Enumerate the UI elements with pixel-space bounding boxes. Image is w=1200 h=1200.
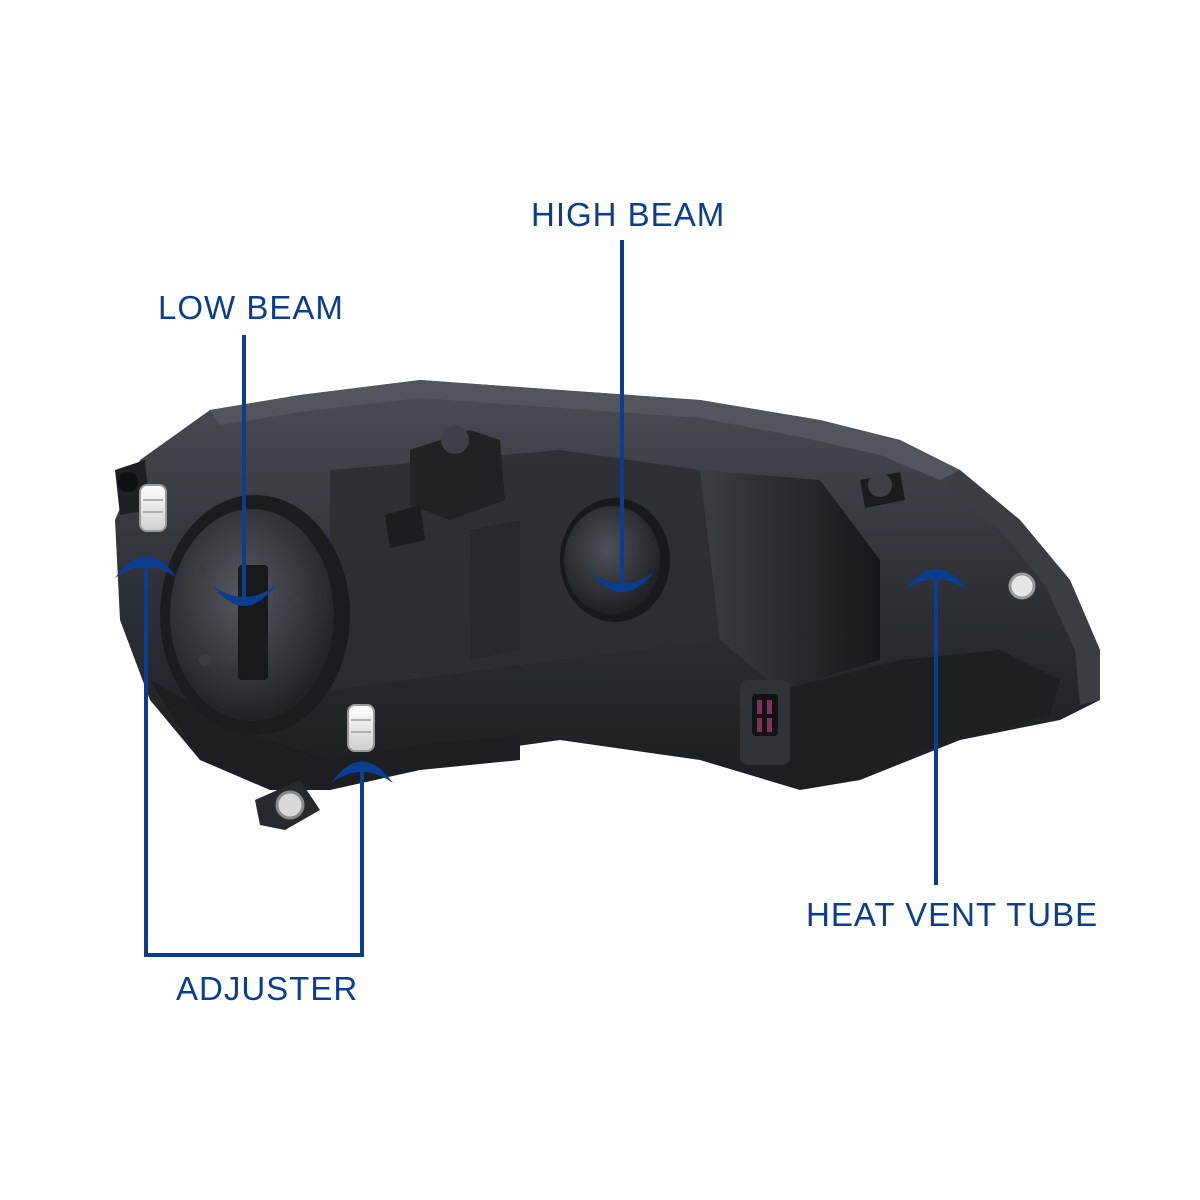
adjuster-upper-pointer-icon [115, 556, 177, 578]
adjuster-lower-pointer-icon [331, 761, 393, 783]
high-beam-cap [560, 498, 670, 622]
high-beam-label: HIGH BEAM [531, 196, 726, 233]
high-beam-pointer-icon [590, 572, 654, 592]
adjuster-knob-upper [139, 484, 167, 532]
heat-vent-tube-label: HEAT VENT TUBE [806, 896, 1099, 933]
low-beam-label: LOW BEAM [158, 289, 344, 326]
low-beam-cap [160, 495, 350, 735]
adjuster-label: ADJUSTER [176, 970, 359, 1007]
adjuster-knob-lower [347, 704, 375, 752]
heat-vent-pointer-icon [905, 569, 967, 590]
adjuster-bracket-line [144, 560, 364, 957]
low-beam-pointer-icon [213, 586, 275, 606]
